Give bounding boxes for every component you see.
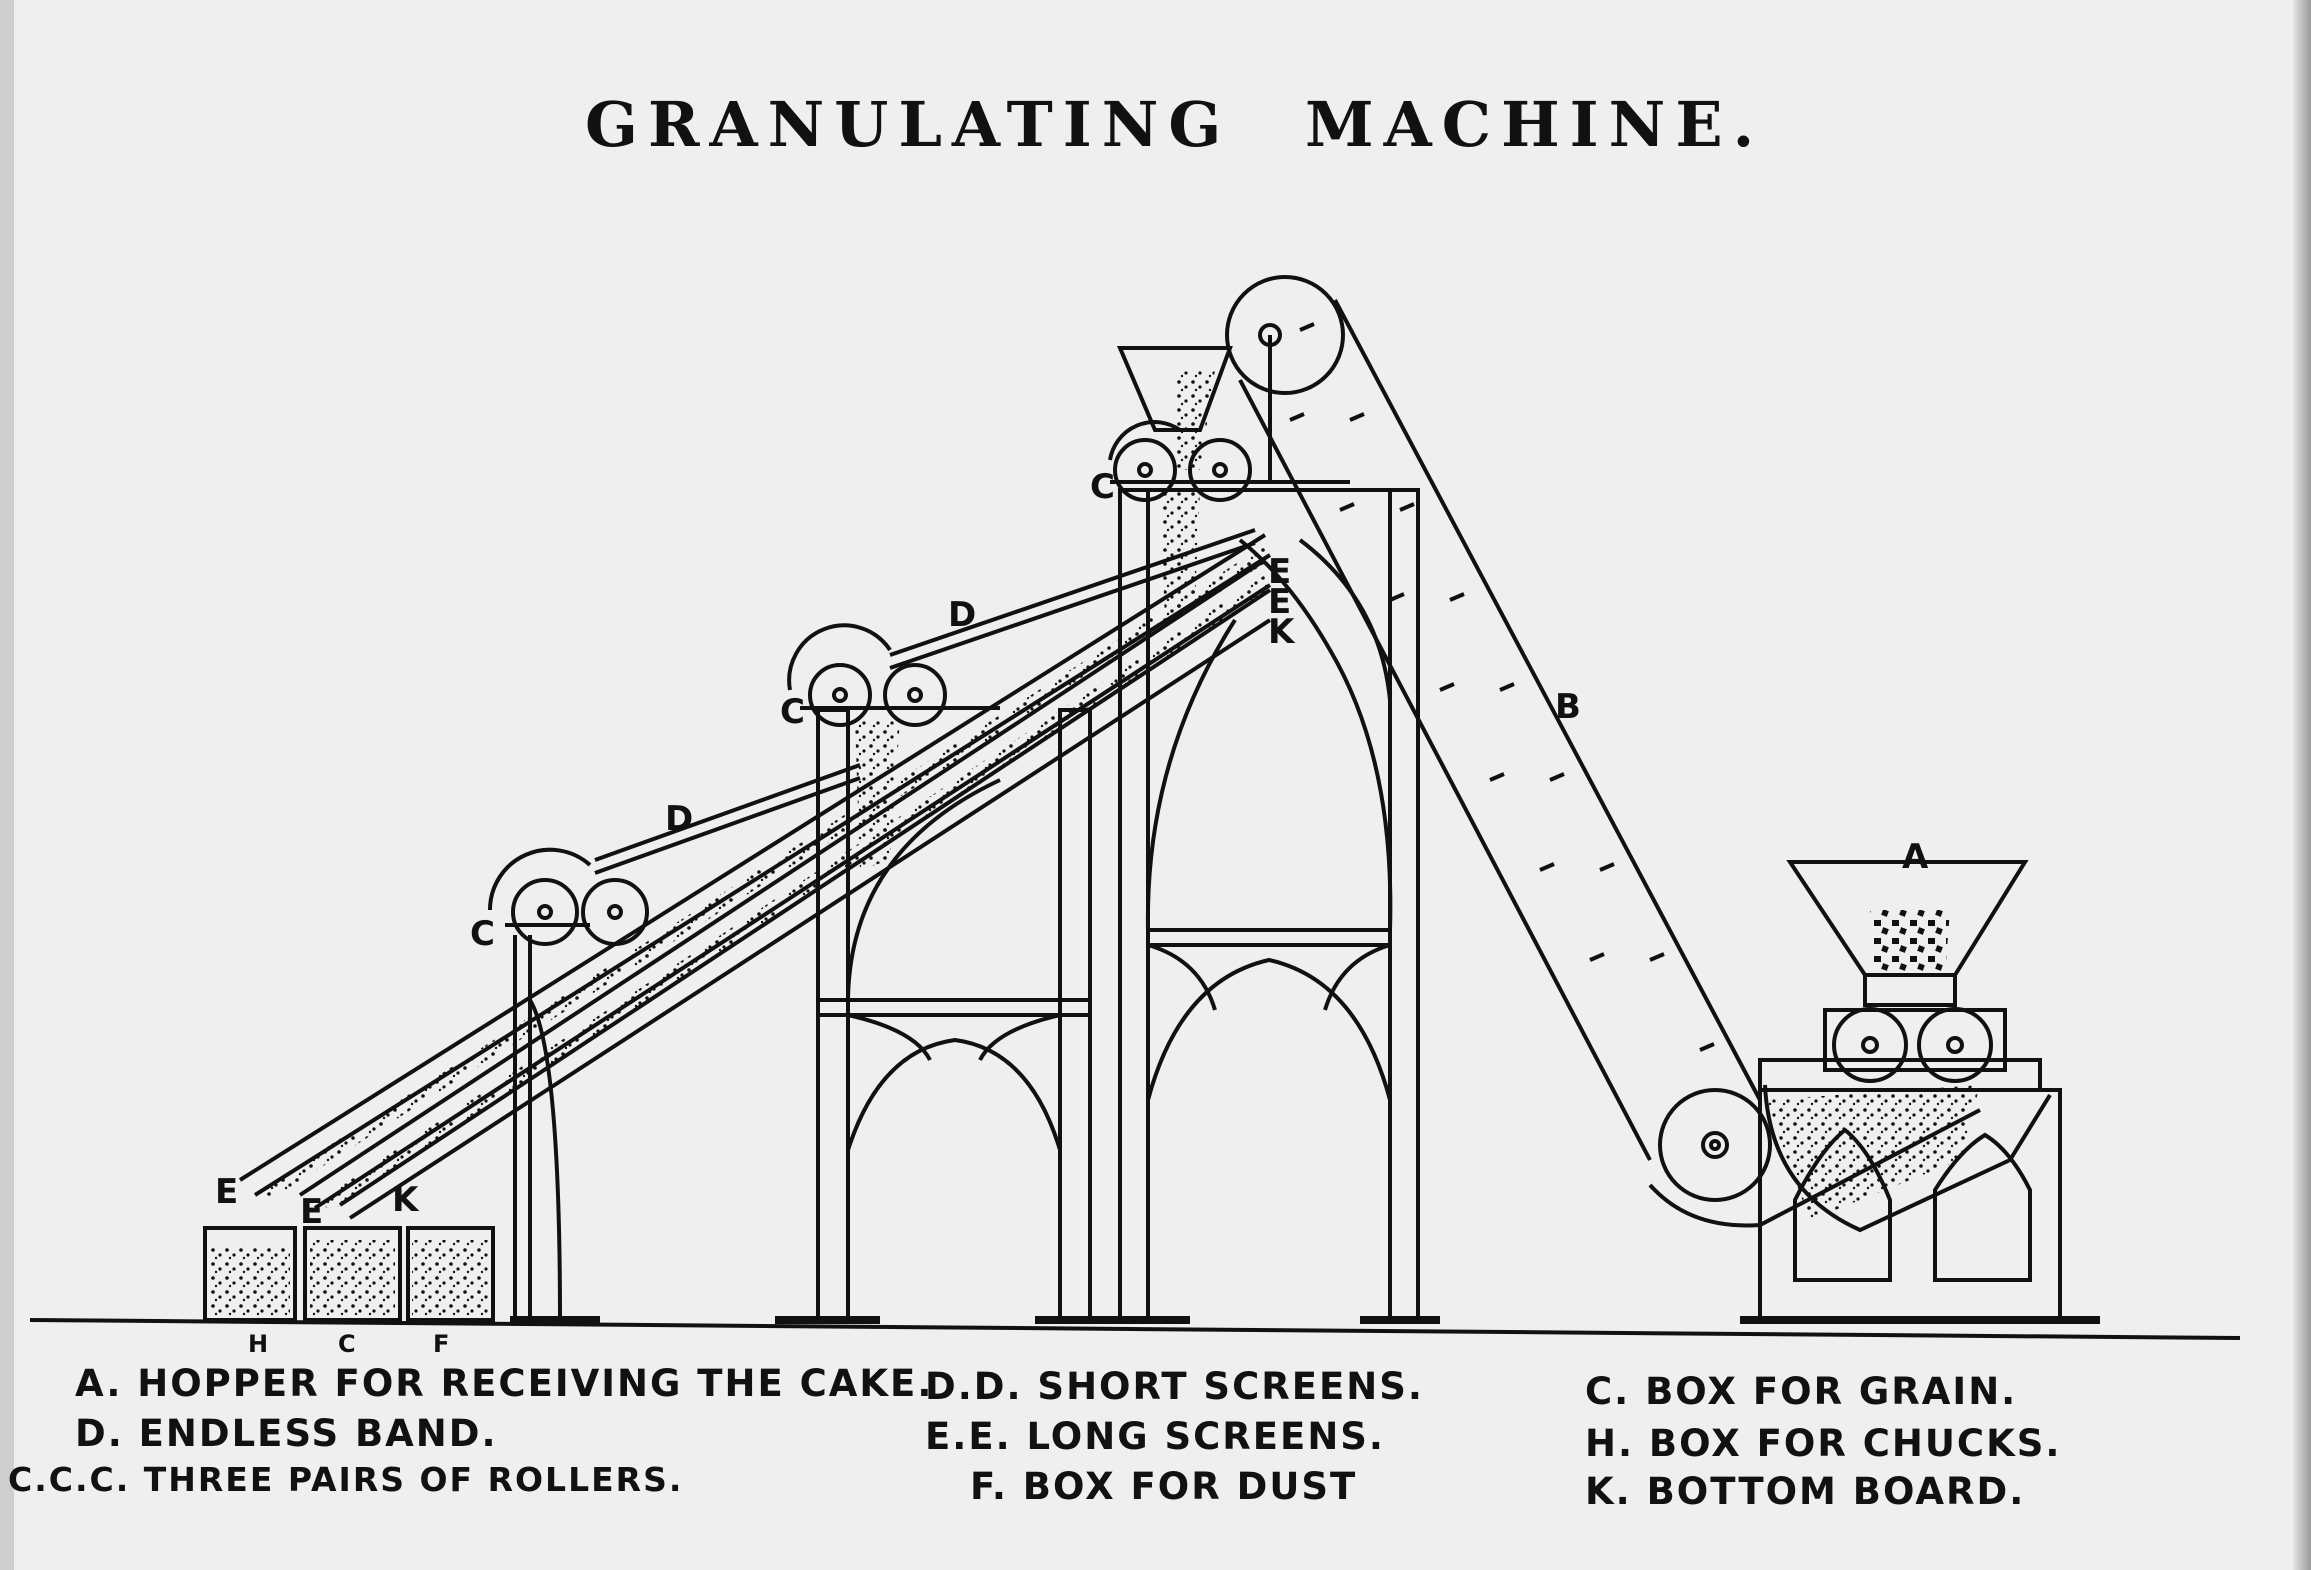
title-word-granulating: Granulating	[585, 88, 1232, 161]
legend-item-box-chucks: H. Box for Chucks.	[1585, 1422, 2062, 1465]
label-f-box: F	[433, 1330, 450, 1358]
label-c-box: C	[338, 1330, 356, 1358]
legend-item-long-screens: E.E. Long Screens.	[925, 1415, 1385, 1458]
label-c-top: C	[1090, 467, 1115, 507]
cake-chunks	[1870, 910, 1950, 975]
legend-item-bottom-board: K. Bottom Board.	[1585, 1470, 2026, 1513]
legend-item-box-grain: C. Box for Grain.	[1585, 1370, 2018, 1413]
label-c-lower: C	[470, 914, 495, 954]
label-h-box: H	[248, 1330, 269, 1358]
legend-item-hopper: A. Hopper for Receiving the Cake.	[75, 1362, 934, 1405]
frame-tall	[1070, 488, 1440, 1324]
label-k-upper: K	[1268, 612, 1295, 652]
ground-line	[29, 1318, 2241, 1340]
label-e-left: E	[215, 1172, 239, 1212]
label-e-1: E	[1268, 552, 1292, 592]
label-c-middle: C	[780, 692, 805, 732]
label-d-lower: D	[665, 799, 694, 839]
label-a: A	[1902, 837, 1929, 877]
elevator-belt	[1238, 299, 1762, 1161]
legend-item-short-screens: D.D. Short Screens.	[925, 1365, 1424, 1408]
label-e-bottom: E	[300, 1192, 324, 1232]
label-e-2: E	[1268, 582, 1292, 622]
label-k-bottom: K	[392, 1180, 419, 1220]
granulated-material	[210, 370, 1980, 1318]
plate-left-edge	[0, 0, 14, 1570]
plate-right-edge	[2293, 0, 2311, 1570]
legend-item-endless-band: D. Endless Band.	[75, 1412, 498, 1455]
bottom-pulley	[1648, 1088, 1981, 1228]
top-pulley	[1225, 275, 1345, 480]
legend-item-box-dust: F. Box for Dust	[970, 1465, 1358, 1508]
label-d-upper: D	[948, 595, 977, 635]
roller-pair-lower	[487, 847, 649, 946]
collection-boxes	[203, 1226, 495, 1322]
title-word-machine: Machine.	[1305, 88, 1765, 161]
roller-pair-middle	[787, 623, 1000, 727]
label-b: B	[1555, 687, 1581, 727]
legend-item-rollers: C.C.C. Three Pairs of Rollers.	[8, 1460, 684, 1499]
